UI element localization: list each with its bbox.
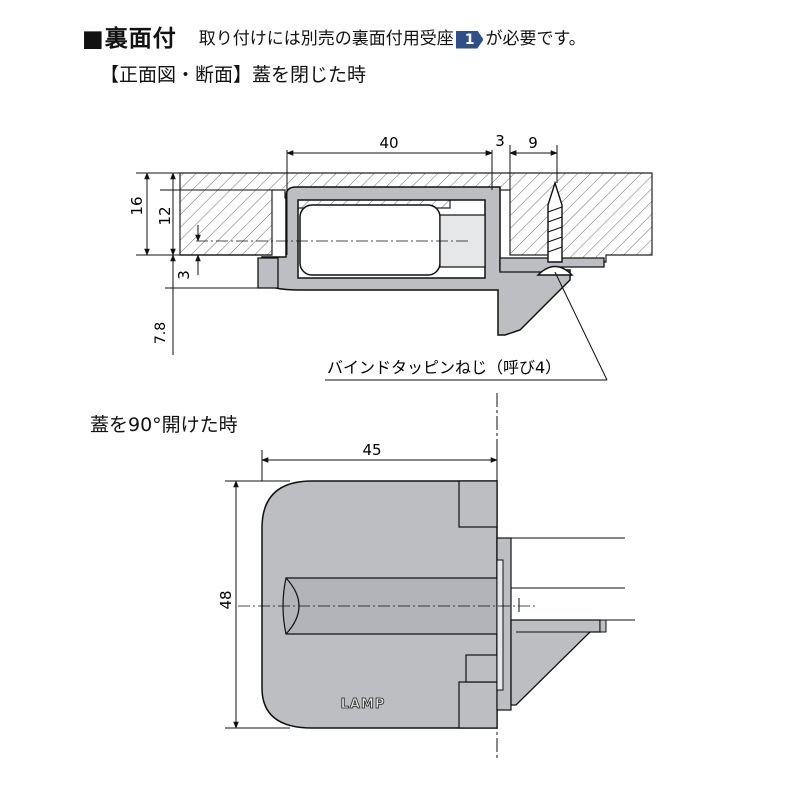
screw-leader-line bbox=[554, 271, 608, 381]
front-lip bbox=[257, 257, 279, 289]
dim-open-width-label: 45 bbox=[362, 441, 381, 459]
dim-open-height-label: 48 bbox=[217, 590, 235, 609]
header-note-after: が必要です。 bbox=[485, 28, 586, 49]
tapping-screw bbox=[536, 180, 574, 276]
open-view: LAMP 45 48 bbox=[217, 393, 635, 760]
lower-notch bbox=[458, 681, 498, 729]
screw-label: バインドタッピンねじ（呼び4） bbox=[327, 358, 561, 377]
lamp-logo: LAMP bbox=[341, 697, 386, 712]
dim-width-label: 40 bbox=[379, 134, 398, 152]
inner-pull-cylinder bbox=[299, 204, 441, 276]
closed-view-title: 【正面図・断面】蓋を閉じた時 bbox=[100, 64, 367, 86]
open-bracket bbox=[510, 619, 601, 706]
part-badge: 1 bbox=[455, 30, 484, 49]
dim-step-label: 3 bbox=[175, 270, 193, 280]
closed-section-view: 40 3 9 16 12 3 7.8 バインドタッピンねじ（呼び4） bbox=[128, 132, 653, 381]
dim-gap-label: 3 bbox=[495, 132, 505, 150]
header-title: ■裏面付 bbox=[82, 26, 177, 52]
dim-protrusion-label: 7.8 bbox=[153, 322, 169, 344]
open-view-title: 蓋を90°開けた時 bbox=[90, 414, 238, 436]
header-note-before: 取り付けには別売の裏面付用受座 bbox=[198, 28, 454, 49]
dim-inner-height-label: 12 bbox=[156, 206, 174, 225]
upper-notch bbox=[458, 480, 498, 528]
dim-total-height-label: 16 bbox=[128, 196, 146, 215]
dim-offset-label: 9 bbox=[528, 134, 538, 152]
